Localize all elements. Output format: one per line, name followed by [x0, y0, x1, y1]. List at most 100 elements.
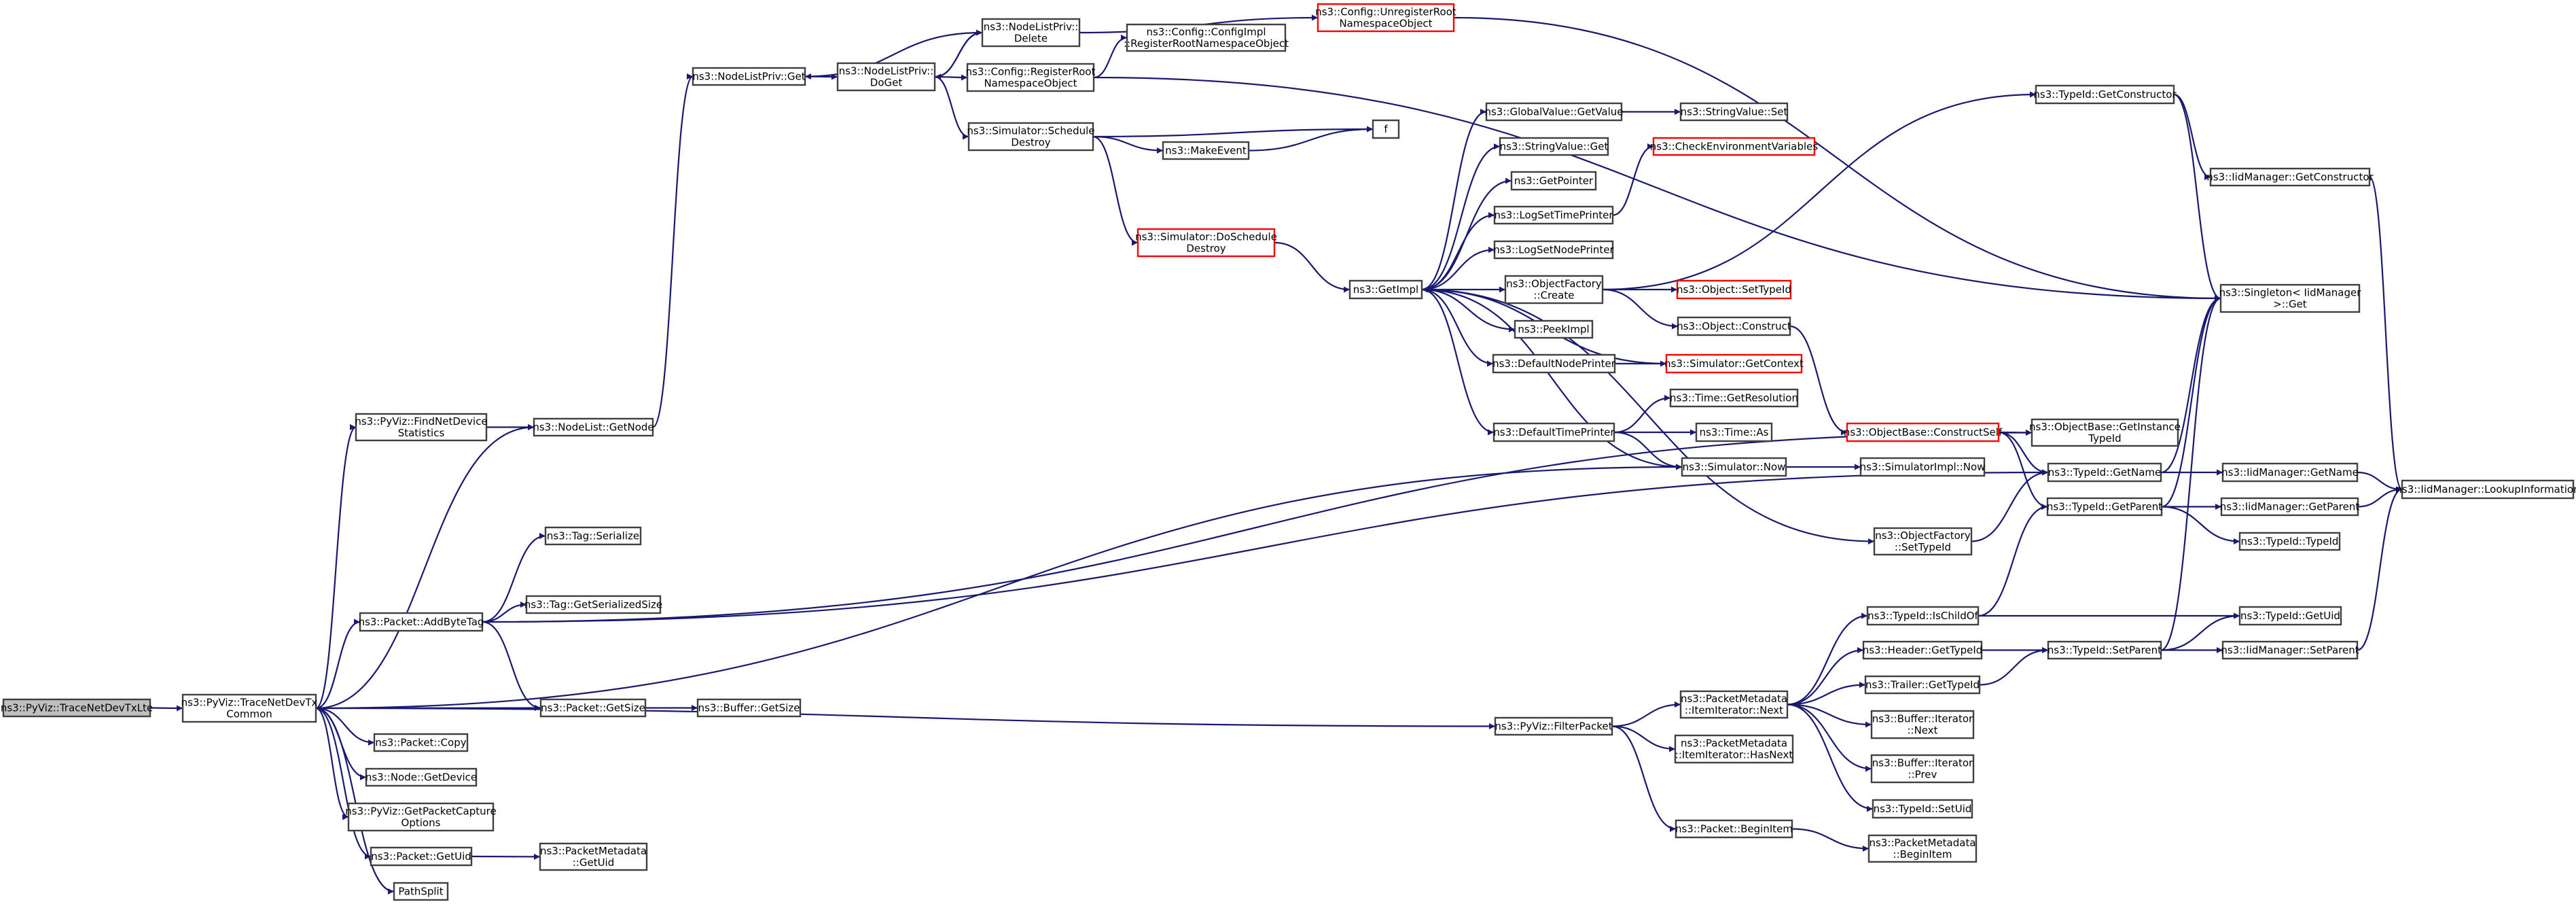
node-label: NamespaceObject	[1339, 18, 1432, 30]
edge-regroot-to-singleton	[1093, 76, 2221, 302]
node-tidgetctor[interactable]: ns3::TypeId::GetConstructor	[2033, 84, 2177, 105]
node-peekimpl[interactable]: ns3::PeekImpl	[1514, 319, 1594, 339]
node-cfgimpl[interactable]: ns3::Config::ConfigImpl::RegisterRootNam…	[1124, 23, 1289, 52]
node-ithasnext[interactable]: ns3::PacketMetadata::ItemIterator::HasNe…	[1674, 734, 1794, 764]
node-defnode[interactable]: ns3::DefaultNodePrinter	[1492, 353, 1616, 374]
node-label: ns3::ObjectFactory	[1506, 278, 1602, 290]
node-label: ns3::TypeId::GetName	[2048, 466, 2161, 479]
node-tidgetparent[interactable]: ns3::TypeId::GetParent	[2046, 497, 2162, 517]
node-bufitprev[interactable]: ns3::Buffer::Iterator::Prev	[1870, 754, 1975, 784]
node-box	[544, 526, 642, 546]
node-tagser[interactable]: ns3::Tag::Serialize	[544, 526, 642, 546]
edge-addbytetag-to-getinsttid	[482, 430, 2033, 623]
node-simnow[interactable]: ns3::Simulator::Now	[1681, 457, 1787, 477]
node-label: ns3::Config::RegisterRoot	[966, 66, 1096, 78]
node-delete[interactable]: ns3::NodeListPriv::Delete	[981, 18, 1081, 48]
node-itnext[interactable]: ns3::PacketMetadata::ItemIterator::Next	[1679, 690, 1789, 719]
node-label: ns3::DefaultNodePrinter	[1492, 358, 1616, 370]
node-tidsetuid[interactable]: ns3::TypeId::SetUid	[1872, 799, 1973, 819]
node-tidgetuid[interactable]: ns3::TypeId::GetUid	[2238, 606, 2342, 626]
edge-itnext-to-bufitnext	[1787, 703, 1872, 728]
node-label: ns3::Buffer::Iterator	[1872, 713, 1973, 725]
node-objsettid[interactable]: ns3::Object::SetTypeId	[1676, 279, 1792, 300]
node-box	[1679, 690, 1789, 719]
node-pktcopy[interactable]: ns3::Packet::Copy	[373, 733, 469, 752]
node-getnode[interactable]: ns3::NodeList::GetNode	[533, 417, 654, 437]
node-label: ns3::PacketMetadata	[1681, 693, 1787, 705]
node-box	[1862, 640, 1983, 660]
node-iidgetctor[interactable]: ns3::IidManager::GetConstructor	[2206, 167, 2374, 187]
edge-itnext-to-bufitprev	[1787, 703, 1872, 772]
node-lognode[interactable]: ns3::LogSetNodePrinter	[1493, 240, 1615, 260]
node-bufgetsize[interactable]: ns3::Buffer::GetSize	[696, 698, 802, 718]
node-ofcreate[interactable]: ns3::ObjectFactory::Create	[1504, 275, 1604, 305]
node-label: ::ItemIterator::Next	[1685, 704, 1783, 716]
node-doget[interactable]: ns3::NodeListPriv::DoGet	[836, 62, 936, 92]
node-checkenv[interactable]: ns3::CheckEnvironmentVariables	[1650, 137, 1819, 156]
node-ofsettid[interactable]: ns3::ObjectFactory::SetTypeId	[1873, 527, 1973, 556]
node-tidgetname[interactable]: ns3::TypeId::GetName	[2047, 462, 2162, 483]
node-label: ns3::NodeListPriv::Get	[692, 71, 805, 83]
node-iidgetname[interactable]: ns3::IidManager::GetName	[2221, 462, 2359, 483]
node-f[interactable]: f	[1372, 119, 1400, 139]
node-getres[interactable]: ns3::Time::GetResolution	[1669, 388, 1799, 408]
node-pmbeginitem[interactable]: ns3::PacketMetadata::BeginItem	[1867, 834, 1978, 863]
node-singleton[interactable]: ns3::Singleton< IidManager>::Get	[2219, 283, 2362, 313]
node-pktgetsize[interactable]: ns3::Packet::GetSize	[539, 698, 647, 718]
node-ischildof[interactable]: ns3::TypeId::IsChildOf	[1866, 606, 1980, 626]
node-label: ns3::Tag::GetSerializedSize	[524, 599, 662, 611]
node-box	[539, 842, 648, 871]
node-tidsetparent[interactable]: ns3::TypeId::SetParent	[2047, 640, 2162, 660]
node-txlte[interactable]: ns3::PyViz::TraceNetDevTxLte	[1, 698, 153, 718]
node-pktbeginitem[interactable]: ns3::Packet::BeginItem	[1675, 819, 1793, 839]
node-label: DoGet	[870, 77, 903, 89]
node-logtime[interactable]: ns3::LogSetTimePrinter	[1493, 205, 1613, 225]
node-nlpget[interactable]: ns3::NodeListPriv::Get	[692, 67, 806, 86]
node-pmgetuid[interactable]: ns3::PacketMetadata::GetUid	[539, 842, 648, 871]
node-bufitnext[interactable]: ns3::Buffer::Iterator::Next	[1870, 710, 1975, 740]
node-lookup[interactable]: ns3::IidManager::LookupInformation	[2395, 479, 2576, 500]
node-deftime[interactable]: ns3::DefaultTimePrinter	[1492, 422, 1615, 442]
node-box	[2209, 167, 2371, 187]
node-label: ::ItemIterator::HasNext	[1675, 749, 1793, 761]
node-regroot[interactable]: ns3::Config::RegisterRootNamespaceObject	[966, 63, 1096, 92]
node-nodegetdev[interactable]: ns3::Node::GetDevice	[365, 767, 478, 787]
node-svset[interactable]: ns3::StringValue::Set	[1679, 102, 1789, 122]
node-makeevent[interactable]: ns3::MakeEvent	[1162, 141, 1250, 160]
node-pktgetuid[interactable]: ns3::Packet::GetUid	[370, 846, 473, 867]
node-constructself[interactable]: ns3::ObjectBase::ConstructSelf	[1844, 422, 2003, 442]
node-hdrgettid[interactable]: ns3::Header::GetTypeId	[1862, 640, 1983, 660]
node-unreg[interactable]: ns3::Config::UnregisterRootNamespaceObje…	[1315, 3, 1456, 33]
node-gvget[interactable]: ns3::GlobalValue::GetValue	[1484, 102, 1624, 122]
node-timeas[interactable]: ns3::Time::As	[1695, 422, 1773, 442]
node-getctx[interactable]: ns3::Simulator::GetContext	[1664, 353, 1804, 374]
node-pathsplit[interactable]: PathSplit	[393, 882, 449, 901]
node-addbytetag[interactable]: ns3::Packet::AddByteTag	[359, 612, 484, 632]
node-getimpl[interactable]: ns3::GetImpl	[1348, 279, 1423, 300]
node-objconstruct[interactable]: ns3::Object::Construct	[1677, 316, 1791, 336]
node-label: ns3::LogSetNodePrinter	[1493, 244, 1614, 256]
node-label: ns3::TypeId::GetParent	[2047, 501, 2162, 513]
node-tagsersize[interactable]: ns3::Tag::GetSerializedSize	[524, 595, 662, 614]
node-simimplnow[interactable]: ns3::SimulatorImpl::Now	[1860, 457, 1986, 477]
edge-txcommon-to-simnow	[315, 464, 1683, 710]
edge-getimpl-to-peekimpl	[1421, 288, 1516, 332]
node-filterpkt[interactable]: ns3::PyViz::FilterPacket	[1494, 716, 1613, 736]
edge-schedd-to-doschedd	[1092, 135, 1139, 246]
node-label: ::Create	[1534, 290, 1575, 302]
node-svget[interactable]: ns3::StringValue::Get	[1499, 137, 1609, 156]
node-iidgetparent[interactable]: ns3::IidManager::GetParent	[2220, 497, 2360, 517]
node-box	[966, 63, 1095, 92]
node-getptr[interactable]: ns3::GetPointer	[1510, 171, 1597, 191]
edge-txcommon-to-filterpkt	[315, 707, 1496, 729]
node-label: ns3::PacketMetadata	[1869, 837, 1975, 849]
node-iidsetparent[interactable]: ns3::IidManager::SetParent	[2221, 640, 2359, 660]
node-trlgettid[interactable]: ns3::Trailer::GetTypeId	[1864, 675, 1981, 695]
node-tidtid[interactable]: ns3::TypeId::TypeId	[2238, 532, 2341, 551]
